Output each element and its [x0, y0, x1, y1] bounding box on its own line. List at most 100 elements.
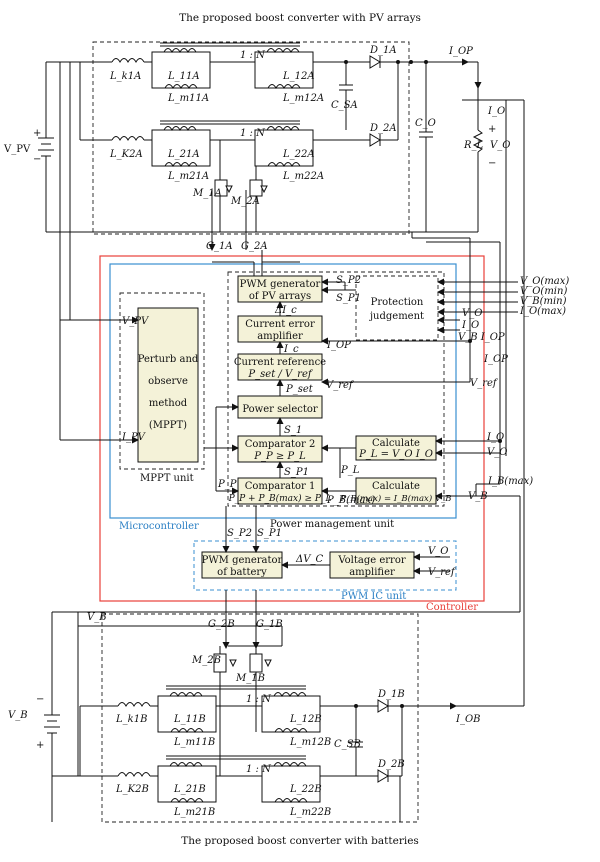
pv-branch-1: L_k1A L_11A L_m11A L_12A L_m12A 1 : N C_…: [109, 42, 478, 130]
m1b-label: M_1B: [235, 673, 265, 684]
g1a-label: G_1A: [206, 241, 233, 252]
lm11a-label: L_m11A: [167, 93, 209, 104]
lm22a-label: L_m22A: [282, 171, 324, 182]
pv-converter-box: [92, 41, 410, 235]
d1b-label: D_1B: [377, 689, 405, 700]
lm21b-label: L_m21B: [173, 807, 215, 818]
mppt-line-3: method: [149, 398, 188, 409]
iop-ext-label: I_OP: [483, 354, 508, 365]
pwm-ic-label: PWM IC unit: [341, 591, 406, 602]
pv-output-load: I_OP I_O R_L V_O + − C_O: [412, 46, 525, 550]
rl-label: R_L: [463, 140, 484, 151]
pv-switches: M_1A M_2A G_1A G_2A: [192, 140, 268, 252]
lm11b-label: L_m11B: [173, 737, 215, 748]
vb-plus: +: [36, 740, 44, 751]
lm21a-label: L_m21A: [167, 171, 209, 182]
current-error-amp-block: [237, 315, 323, 343]
controller-box: [99, 255, 485, 602]
sp1-pwm-label: S_P1: [257, 528, 282, 539]
controller-label: Controller: [426, 602, 478, 613]
pp-label: P_P: [217, 479, 237, 490]
d2b-label: D_2B: [377, 759, 405, 770]
ibmax-ext-label: I_B(max): [487, 476, 533, 487]
csb-label: C_SB: [334, 739, 361, 750]
l11b-label: L_11B: [173, 714, 206, 725]
protection-line-2: judgement: [369, 311, 424, 322]
comp1-line-2: P_P + P_B(max) ≥ P_L: [228, 493, 332, 504]
g2a-label: G_2A: [241, 241, 268, 252]
delta-vc-label: ΔV_C: [295, 554, 323, 565]
cref-line-2: P_set / V_ref: [247, 369, 313, 380]
battery-branch-1: L_k1B L_11B L_m11B L_12B L_m12B 1 : N C_…: [52, 550, 525, 777]
ratio-a1-label: 1 : N: [240, 50, 266, 61]
d1a-label: D_1A: [369, 45, 397, 56]
vref-pwm-label: V_ref: [428, 567, 457, 578]
vea-line-1: Voltage error: [337, 555, 406, 566]
lk1b-label: L_k1B: [115, 714, 147, 725]
ratio-b1-label: 1 : N: [246, 694, 272, 705]
vo-plus: +: [488, 124, 496, 135]
vb-iop-prot-label: V_B I_OP: [458, 332, 505, 343]
lk1a-label: L_k1A: [109, 71, 141, 82]
l21b-label: L_21B: [173, 784, 206, 795]
pwm-batt-line-2: of battery: [217, 567, 267, 578]
comp1-line-1: Comparator 1: [245, 481, 316, 492]
battery-switches: G_2B G_1B M_2B M_1B: [77, 590, 283, 776]
g1b-label: G_1B: [256, 619, 283, 630]
pwm-batt-line-1: PWM generator: [202, 555, 283, 566]
pset-label: P_set: [285, 384, 314, 395]
mppt-unit-label: MPPT unit: [140, 473, 194, 484]
l12a-label: L_12A: [282, 71, 315, 82]
lm12a-label: L_m12A: [282, 93, 324, 104]
pwm-battery-block: [201, 551, 283, 579]
io-label: I_O: [487, 106, 505, 117]
calc-batt-line-1: Calculate: [372, 481, 420, 492]
m2a-label: M_2A: [230, 196, 260, 207]
l21a-label: L_21A: [167, 149, 200, 160]
delta-ic-label: ΔI_c: [274, 305, 297, 316]
ic-label: I_c: [283, 344, 299, 355]
vea-line-2: amplifier: [349, 567, 395, 578]
cea-line-2: amplifier: [257, 331, 303, 342]
iomax-label: I_O(max): [519, 306, 566, 317]
pv-plus: +: [33, 128, 41, 139]
pbmax-label: P_B(max): [326, 495, 375, 506]
calc-batt-line-2: P_B(max) = I_B(max) V_B: [339, 493, 451, 504]
ratio-a2-label: 1 : N: [240, 128, 266, 139]
mppt-line-4: (MPPT): [149, 420, 187, 431]
sp2-pwm-label: S_P2: [227, 528, 252, 539]
vb-minus: −: [36, 694, 44, 705]
mppt-line-2: observe: [148, 376, 188, 387]
power-selector-label: Power selector: [242, 404, 318, 415]
controller-wiring: [59, 62, 520, 500]
cea-line-1: Current error: [245, 319, 315, 330]
pwm-pv-line-1: PWM generator: [240, 279, 321, 290]
s1-label: S_1: [284, 425, 302, 436]
iop-label: I_OP: [448, 46, 473, 57]
calc-load-block: [355, 435, 437, 461]
protection-line-1: Protection: [371, 297, 424, 308]
battery-converter-title: The proposed boost converter with batter…: [181, 835, 419, 847]
microcontroller-box: [109, 263, 457, 519]
iop-amp-label: I_OP: [326, 340, 351, 351]
pv-minus: −: [33, 154, 41, 165]
csa-label: C_SA: [331, 100, 358, 111]
pwm-pv-block: [237, 275, 323, 303]
battery-converter-box: [101, 613, 419, 823]
lk2a-label: L_K2A: [109, 149, 143, 160]
vo-ext-label: V_O: [487, 447, 507, 458]
io-ext-label: I_O: [486, 432, 504, 443]
pv-source: + − V_PV: [3, 62, 54, 232]
vo-prot-label: V_O: [462, 308, 482, 319]
external-signal-labels: V_O(max) V_O(min) V_B(min) I_O(max) V_O …: [437, 276, 569, 502]
pv-converter-title: The proposed boost converter with PV arr…: [179, 12, 421, 24]
vb-ext-label: V_B: [468, 491, 488, 502]
vref-ext-label: V_ref: [470, 378, 499, 389]
calc-load-line-1: Calculate: [372, 438, 420, 449]
vo-minus: −: [488, 158, 496, 169]
vomax-label: V_O(max): [520, 276, 569, 287]
calc-load-line-2: P_L = V_O I_O: [358, 449, 433, 460]
mppt-unit-box: [119, 292, 205, 470]
vomin-label: V_O(min): [520, 286, 567, 297]
